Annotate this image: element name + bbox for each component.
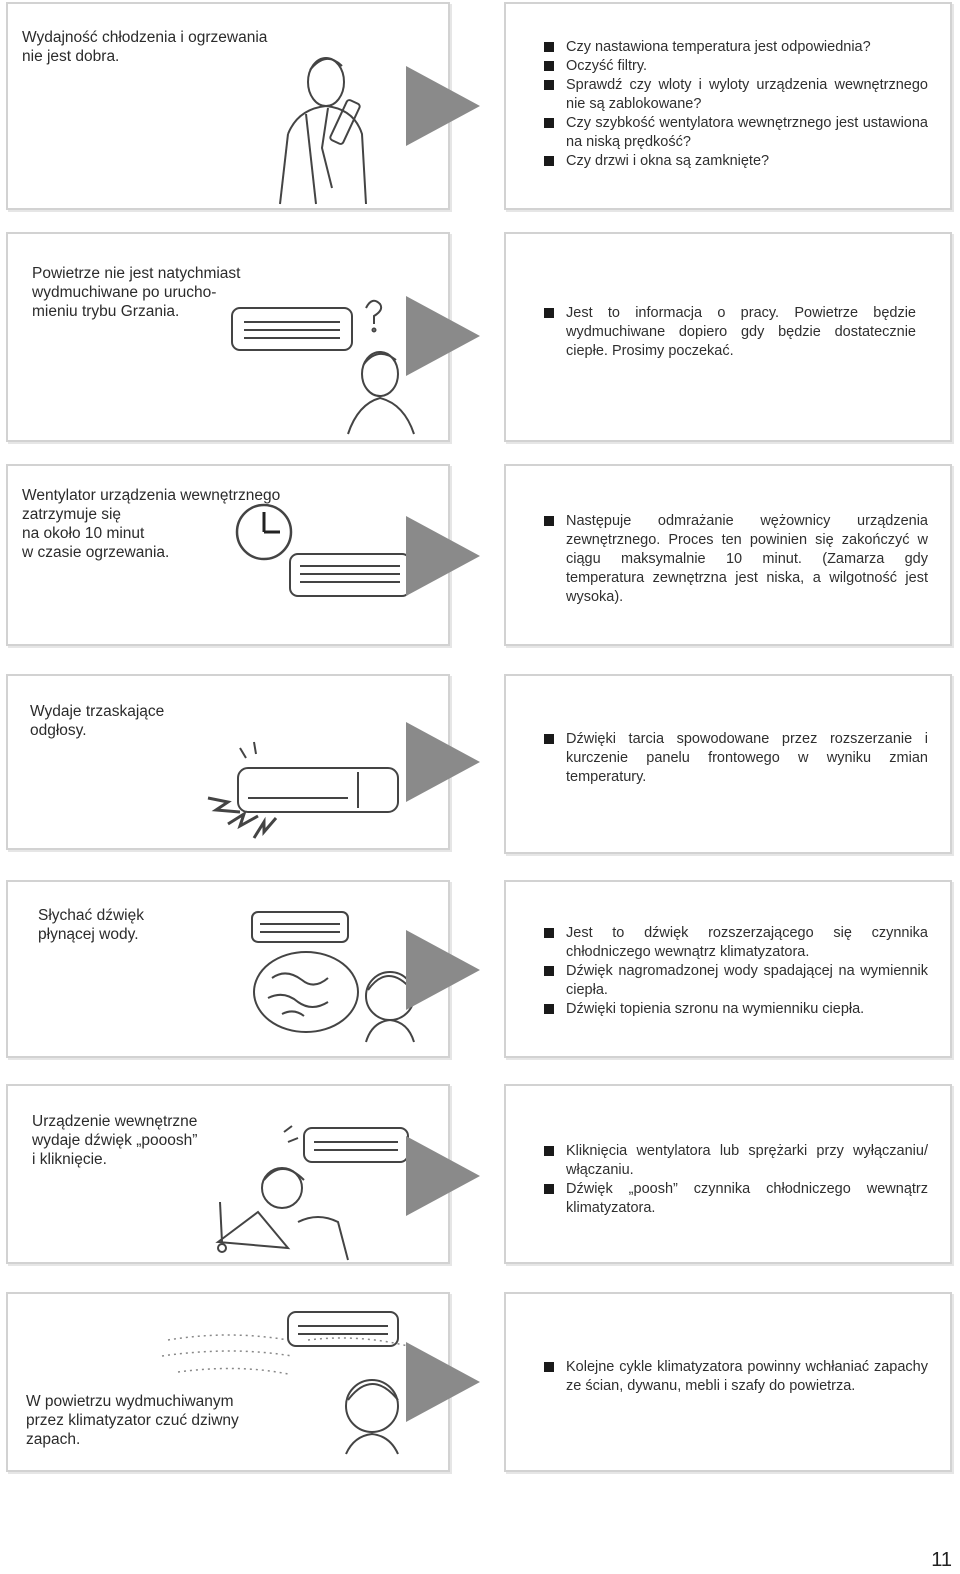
bullet-square-icon [544,1184,554,1194]
solution-list: Następuje odmrażanie wężownicy urządzeni… [540,512,928,607]
indoor-unit-crackling-illustration [207,741,399,839]
list-item: Dźwięk nagromadzonej wody spadającej na … [540,962,928,1000]
symptom-title: Powietrze nie jest natychmiast wydmuchiw… [32,265,241,320]
bullet-square-icon [544,516,554,526]
arrow-icon [406,66,480,146]
symptom-panel-6: Urządzenie wewnętrzne wydaje dźwięk „poo… [6,1084,450,1264]
solution-list: Dźwięki tarcia spowodowane przez rozszer… [540,730,928,787]
symptom-panel-7: W powietrzu wydmuchiwanym przez klimatyz… [6,1292,450,1472]
symptom-panel-1: Wydajność chłodzenia i ogrzewania nie je… [6,2,450,210]
bullet-square-icon [544,1004,554,1014]
list-item: Jest to informacja o pracy. Powietrze bę… [540,304,916,361]
solution-panel-3: Następuje odmrażanie wężownicy urządzeni… [504,464,952,646]
bullet-square-icon [544,308,554,318]
symptom-title: Urządzenie wewnętrzne wydaje dźwięk „poo… [32,1113,198,1168]
list-item: Sprawdź czy wloty i wyloty urządzenia we… [540,76,928,114]
solution-list: Kolejne cykle klimatyzatora powinny wchł… [540,1358,928,1396]
bullet-square-icon [544,1362,554,1372]
list-item: Kolejne cykle klimatyzatora powinny wchł… [540,1358,928,1396]
indoor-unit-and-man-illustration [231,299,415,435]
solution-panel-6: Kliknięcia wentylatora lub sprężarki prz… [504,1084,952,1264]
list-item: Czy drzwi i okna są zamknięte? [540,152,928,171]
list-item: Czy nastawiona temperatura jest odpowied… [540,38,928,57]
bullet-square-icon [544,61,554,71]
arrow-icon [406,296,480,376]
solution-panel-2: Jest to informacja o pracy. Powietrze bę… [504,232,952,442]
solution-list: Jest to dźwięk rozszerzającego się czynn… [540,924,928,1019]
bullet-square-icon [544,734,554,744]
solution-panel-1: Czy nastawiona temperatura jest odpowied… [504,2,952,210]
solution-list: Kliknięcia wentylatora lub sprężarki prz… [540,1142,928,1218]
arrow-icon [406,1136,480,1216]
symptom-panel-3: Wentylator urządzenia wewnętrznego zatrz… [6,464,450,646]
bullet-square-icon [544,966,554,976]
symptom-panel-4: Wydaje trzaskające odgłosy. [6,674,450,850]
arrow-icon [406,516,480,596]
water-flow-and-woman-illustration [251,911,415,1043]
page-number: 11 [931,1549,952,1571]
symptom-panel-2: Powietrze nie jest natychmiast wydmuchiw… [6,232,450,442]
bullet-square-icon [544,80,554,90]
symptom-title: W powietrzu wydmuchiwanym przez klimatyz… [26,1393,239,1448]
indoor-unit-and-woman-smelling-illustration [161,1311,409,1455]
bullet-square-icon [544,42,554,52]
solution-panel-7: Kolejne cykle klimatyzatora powinny wchł… [504,1292,952,1472]
list-item: Dźwięk „poosh” czynnika chłodniczego wew… [540,1180,928,1218]
indoor-unit-and-reading-man-illustration [215,1125,409,1261]
arrow-icon [406,930,480,1010]
symptom-title: Wydajność chłodzenia i ogrzewania nie je… [22,29,268,65]
bullet-square-icon [544,118,554,128]
list-item: Następuje odmrażanie wężownicy urządzeni… [540,512,928,607]
solution-list: Czy nastawiona temperatura jest odpowied… [540,38,928,171]
solution-list: Jest to informacja o pracy. Powietrze bę… [540,304,916,361]
bullet-square-icon [544,928,554,938]
symptom-panel-5: Słychać dźwięk płynącej wody. [6,880,450,1058]
bullet-square-icon [544,156,554,166]
man-with-remote-illustration [279,57,367,205]
clock-icon [235,503,293,561]
arrow-icon [406,1342,480,1422]
symptom-title: Słychać dźwięk płynącej wody. [38,907,144,943]
indoor-unit-illustration [289,553,411,597]
symptom-title: Wentylator urządzenia wewnętrznego zatrz… [22,487,281,561]
list-item: Jest to dźwięk rozszerzającego się czynn… [540,924,928,962]
solution-panel-4: Dźwięki tarcia spowodowane przez rozszer… [504,674,952,854]
list-item: Kliknięcia wentylatora lub sprężarki prz… [540,1142,928,1180]
symptom-title: Wydaje trzaskające odgłosy. [30,703,165,739]
bullet-square-icon [544,1146,554,1156]
solution-panel-5: Jest to dźwięk rozszerzającego się czynn… [504,880,952,1058]
list-item: Oczyść filtry. [540,57,928,76]
list-item: Czy szybkość wentylatora wewnętrznego je… [540,114,928,152]
list-item: Dźwięki tarcia spowodowane przez rozszer… [540,730,928,787]
list-item: Dźwięki topienia szronu na wymienniku ci… [540,1000,928,1019]
arrow-icon [406,722,480,802]
